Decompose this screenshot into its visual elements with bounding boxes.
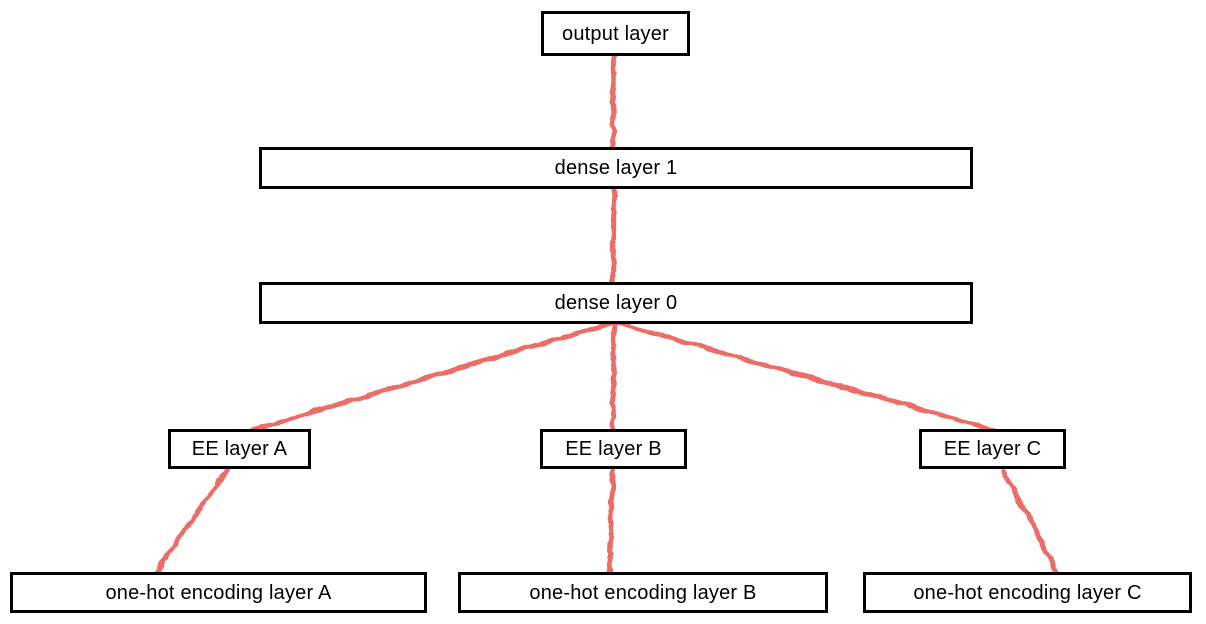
edge-dense-layer-0-to-ee-layer-a — [249, 319, 617, 433]
node-dense-layer-1: dense layer 1 — [259, 147, 973, 189]
node-ee-layer-b: EE layer B — [540, 429, 687, 469]
edge-ee-layer-b-to-one-hot-b — [607, 467, 616, 575]
edge-ee-layer-a-to-one-hot-a — [153, 467, 230, 575]
node-output-layer: output layer — [541, 11, 690, 56]
edge-ee-layer-c-to-one-hot-c — [1000, 467, 1060, 575]
node-dense-layer-0: dense layer 0 — [259, 282, 973, 324]
node-one-hot-encoding-layer-b: one-hot encoding layer B — [458, 572, 828, 613]
node-ee-layer-c: EE layer C — [919, 429, 1066, 469]
edge-dense-layer-0-to-ee-layer-b — [610, 319, 617, 433]
node-one-hot-encoding-layer-a: one-hot encoding layer A — [10, 572, 427, 613]
edge-dense-layer-1-to-dense-layer-0 — [610, 185, 617, 287]
edge-dense-layer-0-to-ee-layer-c — [611, 319, 997, 433]
node-one-hot-encoding-layer-c: one-hot encoding layer C — [863, 572, 1192, 613]
node-ee-layer-a: EE layer A — [168, 429, 311, 469]
edge-output-layer-to-dense-layer-1 — [610, 52, 617, 152]
